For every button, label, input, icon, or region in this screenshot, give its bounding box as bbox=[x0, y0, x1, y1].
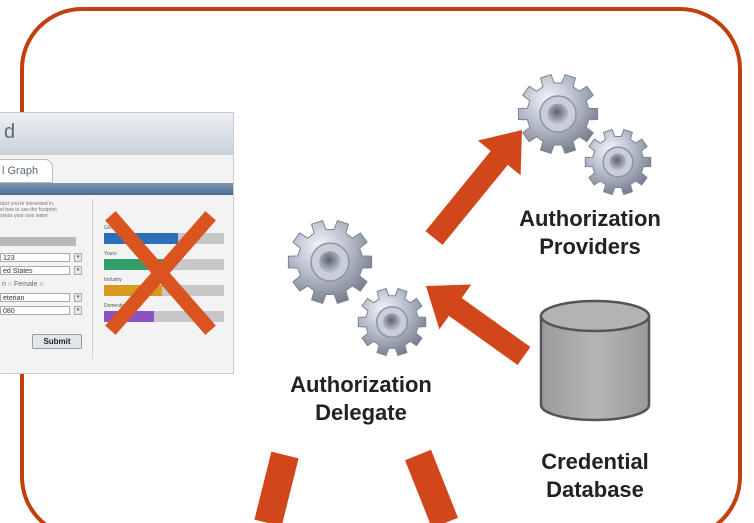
form-field-3[interactable]: eterian bbox=[0, 293, 70, 302]
submit-button[interactable]: Submit bbox=[32, 334, 82, 349]
form-intro-line: el tree to use the footprint bbox=[0, 207, 57, 213]
result-bar bbox=[104, 233, 224, 244]
web-form-screenshot: d l Graph duct you're interested in, el … bbox=[0, 112, 234, 374]
result-bar-label: Domestic bbox=[104, 303, 125, 309]
gender-radio-group[interactable]: n ○ Female ○ bbox=[2, 281, 44, 288]
gear-icon bbox=[517, 73, 599, 155]
result-bar-label: Yours bbox=[104, 251, 117, 257]
flow-arrow bbox=[425, 130, 522, 245]
label-line: Authorization bbox=[290, 372, 432, 397]
result-bar bbox=[104, 285, 224, 296]
authorization-providers-label: Authorization Providers bbox=[490, 205, 690, 261]
label-line: Delegate bbox=[315, 400, 407, 425]
form-nav-bar bbox=[0, 183, 233, 195]
flow-arrow bbox=[426, 284, 531, 365]
tab-graph[interactable]: l Graph bbox=[0, 159, 53, 183]
result-bar-label: Global bbox=[104, 225, 119, 231]
form-header: d bbox=[0, 113, 233, 155]
form-divider bbox=[92, 199, 93, 359]
database-icon bbox=[539, 299, 651, 422]
form-section-bar bbox=[0, 237, 76, 246]
credential-database-label: Credential Database bbox=[495, 448, 695, 504]
form-fields: duct you're interested in, el tree to us… bbox=[0, 199, 88, 369]
label-line: Providers bbox=[539, 234, 641, 259]
authorization-delegate-label: Authorization Delegate bbox=[256, 371, 466, 427]
form-field-1[interactable]: 123 bbox=[0, 253, 70, 262]
result-bar-label: Industry bbox=[104, 277, 122, 283]
label-line: Authorization bbox=[519, 206, 661, 231]
label-line: Credential bbox=[541, 449, 649, 474]
chevron-down-icon[interactable]: ▾ bbox=[74, 306, 82, 315]
form-header-title: d bbox=[4, 121, 16, 143]
result-bar bbox=[104, 259, 224, 270]
gear-icon bbox=[357, 287, 427, 357]
chevron-down-icon[interactable]: ▾ bbox=[74, 293, 82, 302]
form-field-4[interactable]: 080 bbox=[0, 306, 70, 315]
result-bar-fill bbox=[104, 311, 155, 322]
chevron-down-icon[interactable]: ▾ bbox=[74, 253, 82, 262]
form-field-2[interactable]: ed States bbox=[0, 266, 70, 275]
gear-icon bbox=[584, 128, 652, 196]
result-bar-fill bbox=[104, 233, 179, 244]
chevron-down-icon[interactable]: ▾ bbox=[74, 266, 82, 275]
gear-icon bbox=[287, 219, 373, 305]
label-line: Database bbox=[546, 477, 644, 502]
result-bar-fill bbox=[104, 285, 162, 296]
flow-arrow-tail bbox=[405, 449, 458, 523]
form-intro-line: ssess your own water bbox=[0, 213, 49, 219]
form-intro-line: duct you're interested in, bbox=[0, 201, 55, 207]
flow-arrow-tail bbox=[254, 451, 299, 523]
result-bar bbox=[104, 311, 224, 322]
result-bar-fill bbox=[104, 259, 170, 270]
